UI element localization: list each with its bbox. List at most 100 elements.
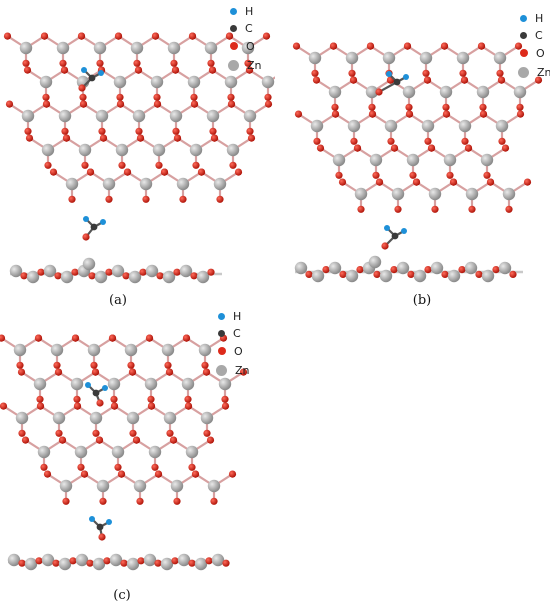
oxygen-atom — [496, 69, 504, 77]
oxygen-atom — [25, 134, 34, 142]
oxygen-atom — [18, 429, 26, 437]
oxygen-atom — [208, 66, 217, 74]
oxygen-atom — [375, 88, 383, 96]
hydrogen-atom-icon — [520, 14, 527, 22]
hydrogen-atom — [386, 71, 392, 77]
zinc-atom — [413, 269, 427, 283]
zinc-atom — [189, 143, 203, 157]
oxygen-atom — [486, 178, 495, 186]
oxygen-atom — [88, 272, 96, 280]
oxygen-atom — [40, 463, 48, 471]
zinc-atom — [402, 85, 416, 99]
zinc-atom-icon — [228, 59, 239, 71]
oxygen-atom — [42, 93, 50, 101]
zinc-atom — [211, 553, 225, 567]
oxygen-atom — [356, 266, 364, 274]
zinc-atom — [163, 411, 177, 425]
oxygen-atom — [381, 242, 389, 250]
oxygen-atom — [0, 402, 8, 410]
oxygen-atom — [390, 144, 399, 152]
legend-item-zn: Zn — [228, 58, 262, 72]
oxygen-atom — [458, 266, 466, 274]
oxygen-atom — [49, 168, 58, 176]
oxygen-atom — [477, 42, 486, 50]
zinc-atom — [37, 445, 51, 459]
oxygen-atom — [203, 429, 211, 437]
zinc-atom — [56, 41, 70, 55]
oxygen-atom — [52, 559, 60, 567]
carbon-atom — [391, 232, 399, 240]
oxygen-atom — [123, 168, 132, 176]
zinc-atom — [379, 269, 393, 283]
zinc-atom — [41, 553, 55, 567]
zinc-atom — [167, 41, 181, 55]
oxygen-atom — [133, 59, 141, 67]
zinc-atom — [368, 255, 382, 269]
zinc-atom — [41, 143, 55, 157]
hydrogen-atom — [81, 67, 87, 73]
oxygen-atom — [96, 399, 104, 407]
oxygen-atom — [505, 205, 513, 213]
zinc-atom — [481, 269, 495, 283]
oxygen-atom — [80, 470, 89, 478]
zinc-atom-icon — [216, 364, 227, 376]
zinc-atom — [310, 119, 324, 133]
zinc-atom — [152, 143, 166, 157]
oxygen-atom — [184, 395, 192, 403]
oxygen-atom — [79, 93, 87, 101]
oxygen-atom — [54, 368, 63, 376]
oxygen-atom — [409, 171, 417, 179]
oxygen-atom — [151, 32, 160, 40]
oxygen-atom — [440, 42, 449, 50]
structure-b-top-view — [292, 42, 543, 283]
oxygen-atom — [154, 559, 162, 567]
oxygen-atom — [69, 557, 77, 565]
oxygen-atom — [516, 110, 525, 118]
oxygen-atom — [316, 144, 325, 152]
zinc-atom — [58, 109, 72, 123]
oxygen-atom — [160, 168, 169, 176]
zinc-atom — [439, 85, 453, 99]
legend-item-o: O — [228, 39, 255, 53]
oxygen-atom — [171, 557, 179, 565]
oxygen-atom — [135, 127, 143, 135]
oxygen-atom — [105, 268, 113, 276]
zinc-atom — [332, 153, 346, 167]
oxygen-atom — [188, 463, 196, 471]
oxygen-atom — [188, 559, 196, 567]
oxygen-atom — [53, 361, 61, 369]
oxygen-atom-icon — [230, 42, 238, 50]
oxygen-atom — [92, 429, 100, 437]
oxygen-atom — [305, 270, 313, 278]
oxygen-atom — [3, 32, 12, 40]
oxygen-atom — [21, 436, 30, 444]
oxygen-atom — [166, 429, 174, 437]
zinc-atom — [94, 270, 108, 284]
hydrogen-atom — [403, 74, 409, 80]
oxygen-atom — [431, 205, 439, 213]
zinc-atom — [92, 557, 106, 571]
zinc-atom — [144, 377, 158, 391]
oxygen-atom — [110, 402, 119, 410]
oxygen-atom — [78, 84, 86, 92]
oxygen-atom — [468, 205, 476, 213]
oxygen-atom — [222, 559, 230, 567]
zinc-atom — [447, 269, 461, 283]
zinc-atom — [419, 51, 433, 65]
oxygen-atom — [407, 270, 415, 278]
oxygen-atom — [36, 395, 44, 403]
oxygen-atom — [145, 334, 154, 342]
oxygen-atom — [98, 533, 106, 541]
oxygen-atom — [73, 395, 81, 403]
oxygen-atom — [132, 436, 141, 444]
zinc-atom — [382, 51, 396, 65]
oxygen-atom-icon — [218, 347, 226, 355]
oxygen-atom — [498, 137, 506, 145]
oxygen-atom — [311, 69, 319, 77]
hydrogen-atom — [106, 519, 112, 525]
oxygen-atom — [173, 497, 181, 505]
oxygen-atom — [424, 266, 432, 274]
oxygen-atom — [151, 463, 159, 471]
oxygen-atom — [62, 134, 71, 142]
oxygen-atom — [137, 557, 145, 565]
